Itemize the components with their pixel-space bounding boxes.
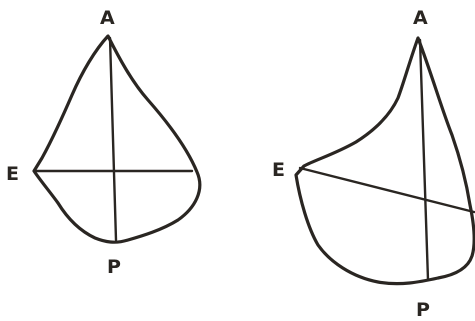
- left-figure: A E P: [6, 7, 200, 278]
- right-vertical-axis: [420, 40, 428, 280]
- left-label-e: E: [6, 163, 19, 185]
- left-label-p: P: [107, 256, 121, 278]
- right-label-p: P: [416, 299, 430, 321]
- right-horizontal-axis: [300, 168, 474, 212]
- right-figure: A E P: [272, 7, 474, 321]
- right-label-a: A: [413, 7, 428, 29]
- right-label-e: E: [272, 159, 285, 181]
- left-vertical-axis: [110, 38, 116, 240]
- right-outline: [296, 38, 474, 284]
- left-label-a: A: [100, 7, 115, 29]
- left-outline: [34, 36, 200, 242]
